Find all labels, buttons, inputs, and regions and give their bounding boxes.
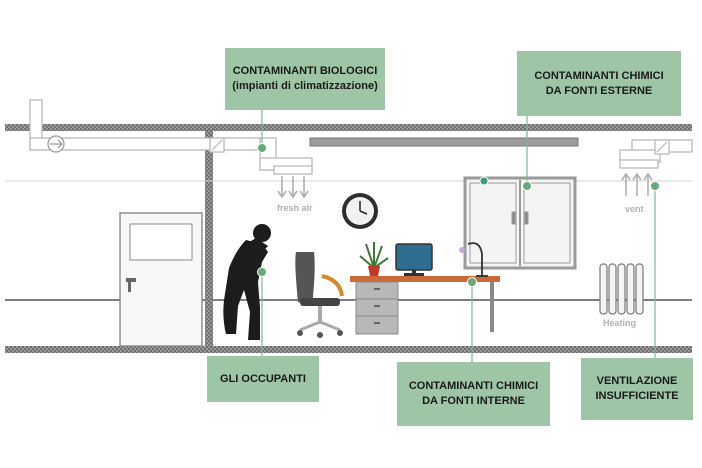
office-chair <box>295 252 344 338</box>
marker-window-edge <box>479 176 489 186</box>
callout-biological-line1: CONTAMINANTI BIOLOGICI <box>232 65 378 77</box>
interior-wall <box>205 131 213 346</box>
window <box>463 176 577 270</box>
computer-monitor-icon <box>395 243 433 276</box>
desk-lamp-icon <box>459 242 488 277</box>
callout-ventilation-line1: VENTILAZIONE <box>596 375 678 387</box>
fresh-air-arrows-icon <box>277 176 309 199</box>
vent-arrows-icon <box>621 172 653 196</box>
ceiling-light-fixture <box>309 137 579 147</box>
marker-chemical-external <box>522 181 532 191</box>
callout-chemical-internal: CONTAMINANTI CHIMICI DA FONTI INTERNE <box>397 362 550 426</box>
leader-lines <box>261 110 656 362</box>
ceiling-slab <box>5 124 692 131</box>
callout-chemical-internal-line2: DA FONTI INTERNE <box>422 395 525 407</box>
callout-ventilation-line2: INSUFFICIENTE <box>595 390 679 402</box>
desk <box>350 276 500 335</box>
callout-insufficient-ventilation: VENTILAZIONE INSUFFICIENTE <box>581 358 693 420</box>
callout-biological-contaminants: CONTAMINANTI BIOLOGICI (impianti di clim… <box>225 48 385 110</box>
marker-chemical-internal <box>467 277 477 287</box>
floor-slab <box>5 346 692 353</box>
marker-biological <box>257 143 267 153</box>
callout-chemical-external: CONTAMINANTI CHIMICI DA FONTI ESTERNE <box>517 51 681 116</box>
wall-clock-icon <box>342 193 378 229</box>
exhaust-vent-duct <box>619 139 693 169</box>
heating-label: Heating <box>603 318 637 328</box>
vent-label: vent <box>625 204 644 214</box>
callout-occupants: GLI OCCUPANTI <box>207 356 319 402</box>
callout-biological-line2: (impianti di climatizzazione) <box>232 80 378 92</box>
marker-ventilation <box>650 181 660 191</box>
door <box>119 212 203 347</box>
callout-chemical-external-line1: CONTAMINANTI CHIMICI <box>534 69 664 82</box>
callout-occupants-line1: GLI OCCUPANTI <box>220 372 306 385</box>
radiator <box>599 263 644 315</box>
callout-chemical-external-line2: DA FONTI ESTERNE <box>545 84 653 97</box>
marker-occupants <box>257 267 267 277</box>
fresh-air-label: fresh air <box>277 203 313 213</box>
occupant-silhouette <box>223 224 271 340</box>
callout-chemical-internal-line1: CONTAMINANTI CHIMICI <box>408 380 539 392</box>
fresh-air-duct <box>29 99 313 175</box>
plant-icon <box>359 242 389 276</box>
